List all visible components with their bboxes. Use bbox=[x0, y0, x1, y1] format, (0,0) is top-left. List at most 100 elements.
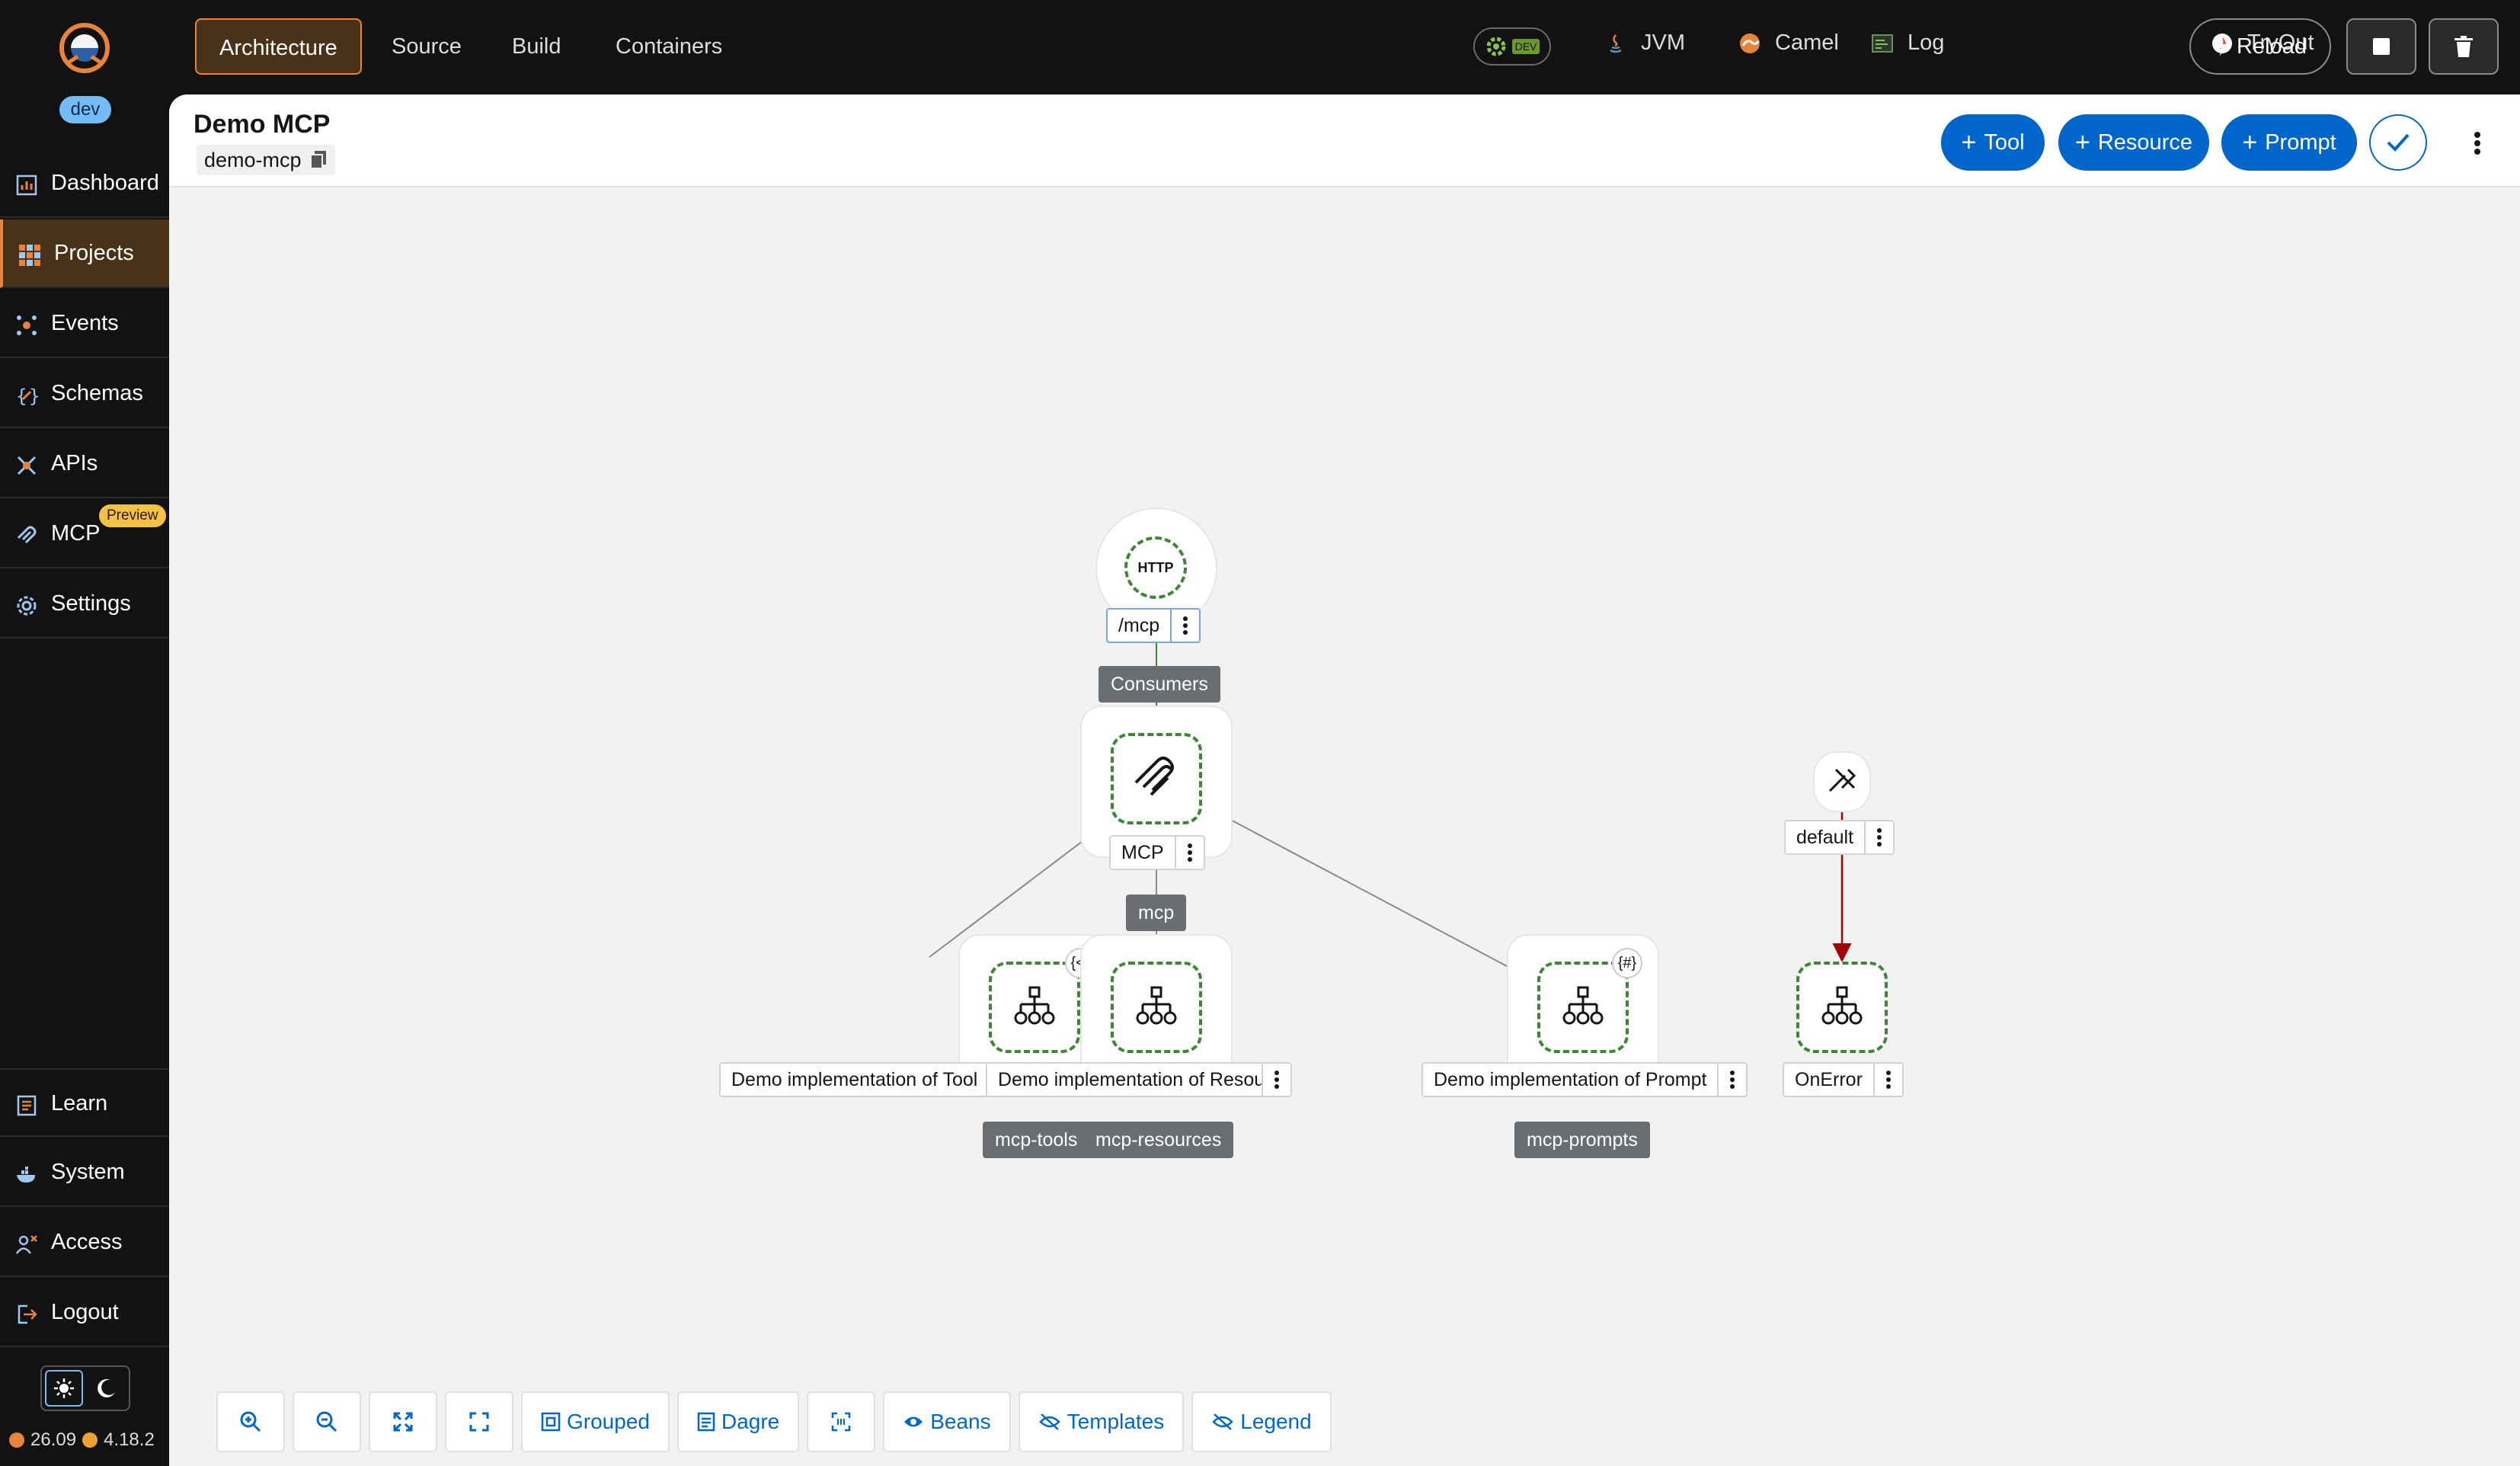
sidebar-item-label: Learn bbox=[51, 1091, 108, 1116]
dev-label: DEV bbox=[1511, 39, 1540, 54]
sidebar-item-logout[interactable]: Logout bbox=[0, 1279, 169, 1347]
dashboard-icon bbox=[15, 174, 38, 197]
route-icon bbox=[1562, 986, 1604, 1025]
http-node-label-text: /mcp bbox=[1118, 614, 1160, 636]
http-icon: HTTP bbox=[1137, 559, 1174, 575]
sidebar-item-label: Dashboard bbox=[51, 171, 159, 195]
stop-button[interactable] bbox=[2346, 18, 2416, 75]
gear-icon bbox=[15, 594, 38, 617]
add-resource-button[interactable]: + Resource bbox=[2058, 114, 2209, 171]
svg-text:}: } bbox=[29, 386, 38, 407]
route-icon bbox=[1014, 986, 1055, 1025]
route-resources-label[interactable]: Demo implementation of Resourc... bbox=[986, 1062, 1292, 1097]
fullscreen-icon bbox=[469, 1412, 489, 1432]
http-node-label[interactable]: /mcp bbox=[1106, 608, 1201, 643]
sidebar-item-access[interactable]: Access bbox=[0, 1208, 169, 1277]
eye-slash-icon bbox=[1038, 1413, 1060, 1430]
mcp-node[interactable] bbox=[1111, 733, 1202, 824]
sidebar-item-label: APIs bbox=[51, 451, 98, 475]
route-prompts-label[interactable]: Demo implementation of Prompt bbox=[1421, 1062, 1748, 1097]
camel-version: 4.18.2 bbox=[104, 1429, 155, 1450]
tab-source[interactable]: Source bbox=[392, 34, 462, 59]
app-version-icon bbox=[9, 1432, 24, 1448]
trash-icon bbox=[2454, 36, 2473, 57]
route-prompts-node[interactable] bbox=[1537, 962, 1629, 1053]
http-node[interactable]: HTTP bbox=[1124, 536, 1187, 599]
sidebar-item-dashboard[interactable]: Dashboard bbox=[0, 149, 169, 218]
legend-toggle-button[interactable]: Legend bbox=[1191, 1391, 1332, 1452]
tab-architecture[interactable]: Architecture bbox=[195, 18, 362, 75]
dagre-label: Dagre bbox=[721, 1410, 780, 1433]
grouped-layout-button[interactable]: Grouped bbox=[521, 1391, 670, 1452]
sidebar-item-apis[interactable]: APIs bbox=[0, 430, 169, 498]
preview-badge: Preview bbox=[99, 504, 166, 527]
camel-link[interactable]: Camel bbox=[1738, 30, 1839, 56]
reset-view-button[interactable] bbox=[445, 1391, 513, 1452]
add-tool-label: Tool bbox=[1984, 130, 2025, 155]
eye-icon bbox=[904, 1416, 923, 1427]
templates-toggle-button[interactable]: Templates bbox=[1018, 1391, 1185, 1452]
add-prompt-button[interactable]: + Prompt bbox=[2221, 114, 2357, 171]
validate-button[interactable] bbox=[2369, 114, 2427, 171]
version-info: 26.09 4.18.2 bbox=[9, 1429, 155, 1451]
zoom-out-button[interactable] bbox=[293, 1391, 361, 1452]
sun-icon[interactable] bbox=[45, 1370, 83, 1407]
sidebar-item-schemas[interactable]: {} Schemas bbox=[0, 360, 169, 428]
lightning-icon bbox=[2216, 37, 2227, 56]
page-header: Demo MCP demo-mcp + Tool + Resource + Pr… bbox=[169, 94, 2520, 187]
sidebar-item-mcp[interactable]: MCP bbox=[0, 500, 169, 568]
onerror-node-label[interactable]: OnError bbox=[1783, 1062, 1904, 1097]
tab-containers[interactable]: Containers bbox=[616, 34, 723, 59]
tab-build[interactable]: Build bbox=[512, 34, 561, 59]
jvm-link[interactable]: JVM bbox=[1604, 30, 1685, 56]
project-id-text: demo-mcp bbox=[204, 149, 302, 171]
copy-icon[interactable] bbox=[309, 150, 328, 170]
onerror-node-label-text: OnError bbox=[1795, 1068, 1863, 1090]
delete-button[interactable] bbox=[2429, 18, 2499, 75]
app-logo[interactable] bbox=[55, 18, 114, 78]
default-node-label[interactable]: default bbox=[1784, 820, 1895, 855]
moon-icon[interactable] bbox=[88, 1370, 126, 1407]
more-options-icon[interactable] bbox=[2462, 128, 2493, 158]
kebab-icon[interactable] bbox=[1717, 1064, 1746, 1096]
reload-button[interactable]: Reload bbox=[2189, 18, 2331, 75]
sidebar-item-projects[interactable]: Projects bbox=[0, 219, 169, 288]
kebab-icon[interactable] bbox=[1864, 821, 1893, 853]
sidebar-item-label: Settings bbox=[51, 591, 131, 616]
onerror-node[interactable] bbox=[1796, 962, 1888, 1053]
dev-mode-toggle[interactable]: DEV bbox=[1473, 27, 1551, 66]
layout-toggle-button[interactable] bbox=[807, 1391, 876, 1452]
mcp-node-label-text: MCP bbox=[1121, 841, 1164, 863]
sidebar-item-label: Schemas bbox=[51, 381, 143, 405]
kebab-icon[interactable] bbox=[1262, 1064, 1290, 1096]
java-icon bbox=[1604, 32, 1627, 55]
kebab-icon[interactable] bbox=[1872, 1064, 1902, 1096]
sidebar-item-learn[interactable]: Learn bbox=[0, 1068, 169, 1137]
beans-toggle-button[interactable]: Beans bbox=[883, 1391, 1011, 1452]
fit-to-screen-button[interactable] bbox=[369, 1391, 437, 1452]
camel-version-icon bbox=[82, 1432, 98, 1448]
error-handler-icon[interactable] bbox=[1824, 763, 1860, 800]
book-icon bbox=[15, 1094, 38, 1117]
route-tools-node[interactable] bbox=[989, 962, 1080, 1053]
topology-canvas[interactable]: HTTP /mcp Consumers MCP mcp {<} Demo imp… bbox=[169, 187, 2520, 1466]
grouped-label: Grouped bbox=[567, 1410, 650, 1433]
route-tools-tag: mcp-tools bbox=[983, 1122, 1090, 1158]
topology-toolbar: Grouped Dagre Beans Templates Legend bbox=[216, 1391, 1332, 1452]
consumers-tag: Consumers bbox=[1099, 666, 1220, 703]
sidebar-item-settings[interactable]: Settings bbox=[0, 570, 169, 639]
zoom-in-button[interactable] bbox=[216, 1391, 285, 1452]
edge-mcp-prompts bbox=[1201, 804, 1536, 981]
route-resources-node[interactable] bbox=[1111, 962, 1202, 1053]
kebab-icon[interactable] bbox=[1174, 837, 1204, 869]
log-link[interactable]: Log bbox=[1871, 30, 1944, 56]
mcp-node-label[interactable]: MCP bbox=[1109, 835, 1205, 870]
add-tool-button[interactable]: + Tool bbox=[1941, 114, 2045, 171]
kebab-icon[interactable] bbox=[1170, 610, 1199, 642]
svg-text:{: { bbox=[16, 386, 27, 407]
grid-icon bbox=[18, 244, 41, 267]
sidebar-item-system[interactable]: System bbox=[0, 1138, 169, 1207]
sidebar-item-events[interactable]: Events bbox=[0, 290, 169, 358]
dagre-layout-button[interactable]: Dagre bbox=[676, 1391, 800, 1452]
route-prompts-label-text: Demo implementation of Prompt bbox=[1434, 1068, 1707, 1090]
